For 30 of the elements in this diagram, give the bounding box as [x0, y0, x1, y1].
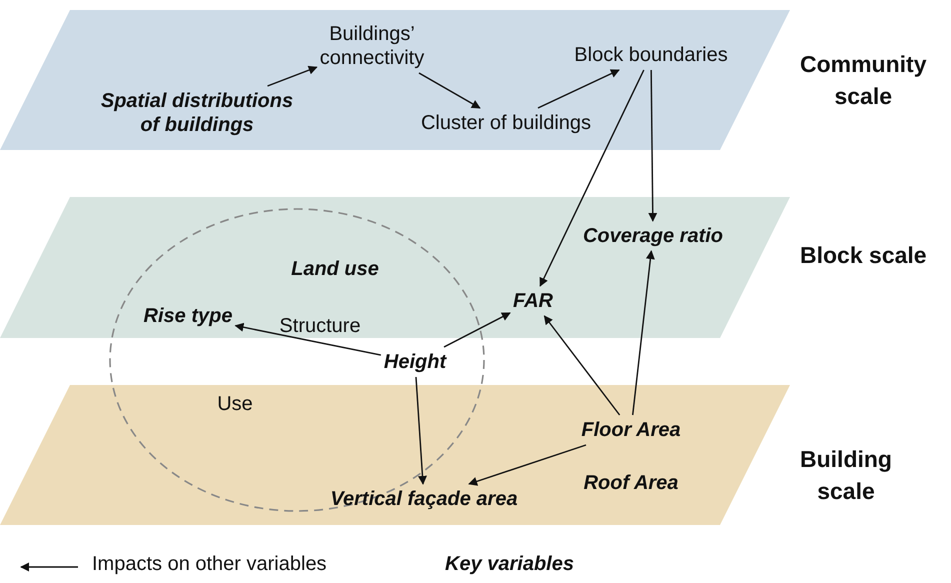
key-variable-label: FAR [513, 289, 553, 313]
key-variable-label: Floor Area [581, 418, 681, 442]
key-variable-label: Rise type [144, 304, 232, 328]
scale-heading: Block scale [800, 241, 927, 270]
key-variable-label: Roof Area [584, 471, 678, 495]
variable-label: Structure [279, 314, 361, 338]
arrow [444, 312, 511, 348]
arrow [544, 315, 620, 416]
legend-label: Impacts on other variables [92, 553, 327, 576]
arrow [418, 72, 481, 109]
scale-heading: Building scale [800, 445, 892, 506]
arrow [267, 66, 318, 87]
arrow [648, 70, 658, 222]
scale-heading: Community scale [800, 50, 926, 111]
key-variable-label: Spatial distributions of buildings [100, 89, 294, 137]
arrow [415, 376, 427, 485]
note-text: Key variables [445, 553, 574, 576]
variable-label: Block boundaries [574, 43, 728, 67]
arrow [538, 69, 620, 109]
key-variable-label: Coverage ratio [582, 224, 724, 248]
arrow [540, 70, 644, 287]
key-variable-label: Vertical façade area [330, 487, 518, 511]
arrow [468, 444, 586, 486]
variable-label: Cluster of buildings [420, 111, 592, 135]
arrow [234, 322, 382, 356]
variable-label: Use [217, 392, 253, 416]
arrow [632, 250, 655, 416]
variable-label: Buildings’ connectivity [320, 22, 424, 70]
key-variable-label: Height [384, 350, 446, 374]
key-variable-label: Land use [291, 257, 379, 281]
